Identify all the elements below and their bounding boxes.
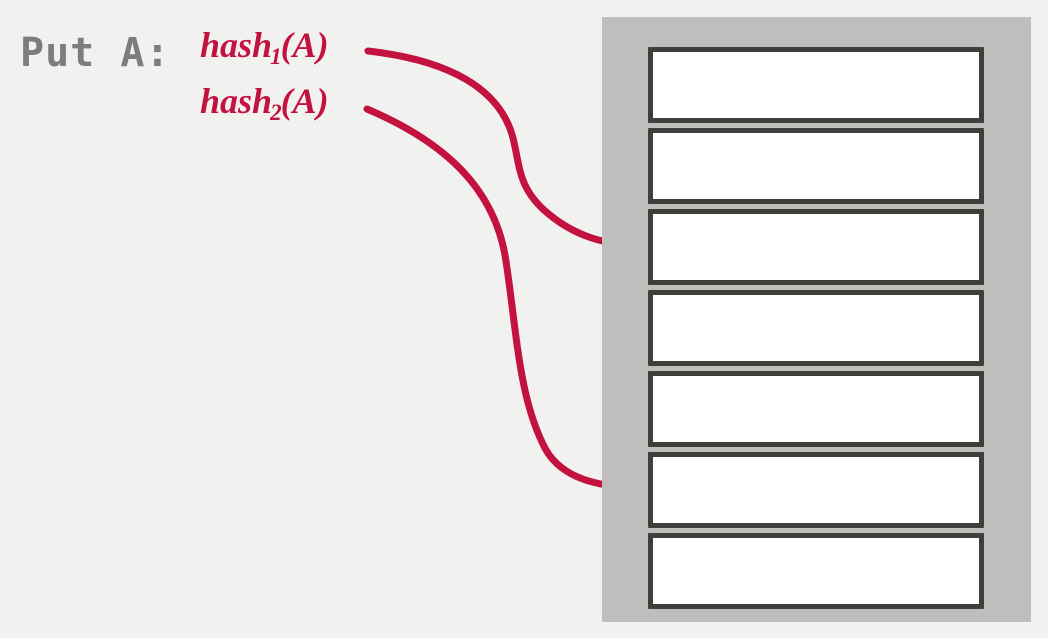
table-slot-5	[648, 371, 984, 447]
operation-label: Put A:	[20, 30, 171, 76]
table-slot-6	[648, 452, 984, 528]
hash2-args: (A)	[280, 81, 329, 121]
hash1-fn: hash	[200, 25, 273, 65]
table-slot-4	[648, 290, 984, 366]
hash2-fn: hash	[200, 81, 273, 121]
table-slot-1	[648, 47, 984, 123]
hash1-arrow	[364, 47, 650, 255]
hash1-label: hash1(A)	[200, 27, 329, 68]
table-slot-3	[648, 209, 984, 285]
hash1-subscript: 1	[270, 44, 282, 69]
hash-table	[602, 17, 1031, 622]
hash2-label: hash2(A)	[200, 83, 329, 124]
table-slot-2	[648, 128, 984, 204]
hash2-subscript: 2	[270, 100, 282, 125]
hash2-arrow	[363, 105, 651, 497]
table-slot-7	[648, 533, 984, 609]
hash1-args: (A)	[280, 25, 329, 65]
